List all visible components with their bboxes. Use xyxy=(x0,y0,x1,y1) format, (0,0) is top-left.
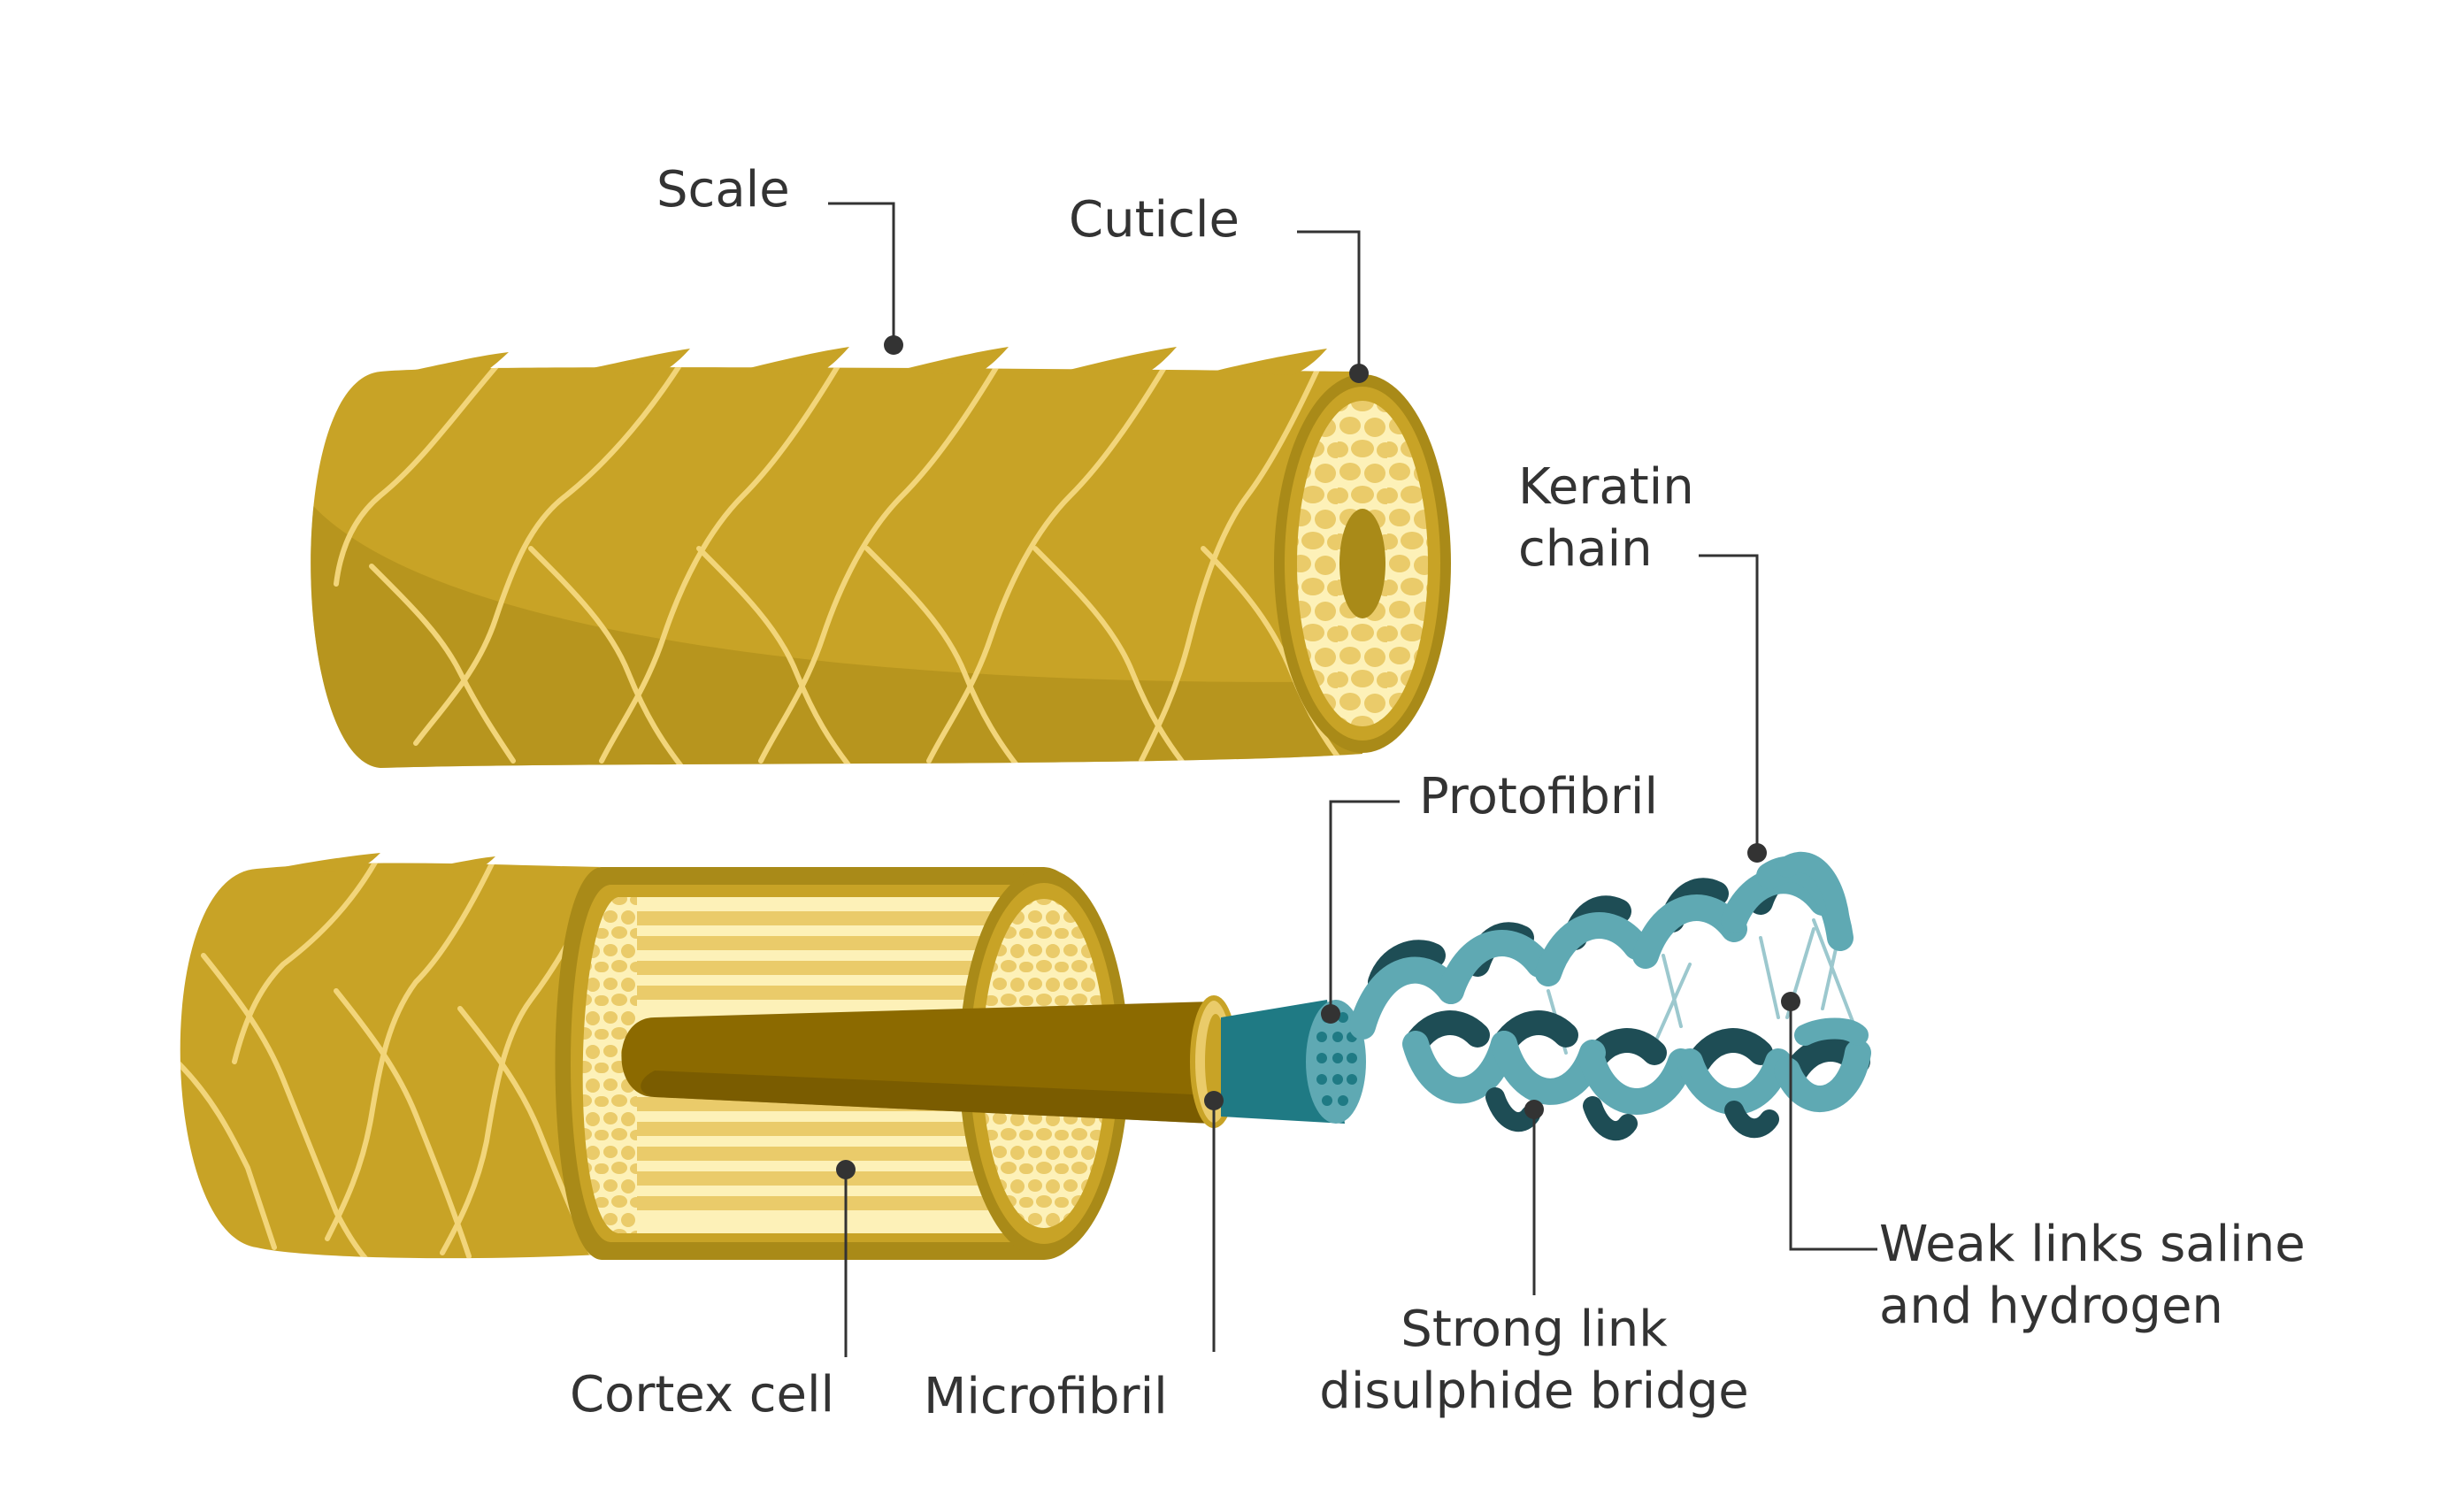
leader-lines xyxy=(828,202,1877,1357)
label-weak-links: Weak links saline and hydrogen xyxy=(1879,1216,2306,1335)
leader-cuticle xyxy=(1297,230,1361,372)
protofibril-group xyxy=(1221,1000,1366,1124)
leader-keratin xyxy=(1699,554,1759,853)
keratin-helices xyxy=(1349,851,1871,1141)
cortex-fibre-stripes xyxy=(637,911,1044,1210)
leader-protofibril xyxy=(1329,800,1400,1010)
cortex-cells-left-wall xyxy=(582,897,637,1233)
label-keratin-chain: Keratin chain xyxy=(1518,458,1694,578)
upper-scale-tips xyxy=(398,347,1327,376)
microfibril-rod-shadow xyxy=(641,1071,1212,1124)
keratin-side-strand-top xyxy=(1777,851,1851,948)
label-protofibril: Protofibril xyxy=(1419,768,1659,825)
protofibril-end-dots xyxy=(1316,1012,1357,1106)
label-microfibril: Microfibril xyxy=(924,1368,1168,1425)
label-cuticle: Cuticle xyxy=(1069,191,1240,249)
lower-helix-dark-wraps xyxy=(1485,1087,1779,1141)
upper-shaft-shadow xyxy=(311,478,1362,768)
label-scale: Scale xyxy=(656,161,790,219)
upper-medulla xyxy=(1339,509,1385,618)
upper-scale-lines xyxy=(334,367,1347,768)
label-cortex-cell: Cortex cell xyxy=(570,1366,835,1424)
leader-scale xyxy=(828,202,895,345)
lower-helix-front xyxy=(1402,1031,1871,1115)
lower-hair-shaft xyxy=(180,853,1238,1260)
lower-shaft-body xyxy=(180,863,602,1259)
keratin-side-strand-bottom xyxy=(1794,1017,1869,1046)
leader-dots xyxy=(836,335,1800,1179)
label-strong-link: Strong link disulphide bridge xyxy=(1319,1301,1749,1420)
leader-weak-links xyxy=(1789,1003,1877,1251)
upper-hair-shaft xyxy=(311,347,1451,768)
lower-scale-tips xyxy=(265,853,495,874)
